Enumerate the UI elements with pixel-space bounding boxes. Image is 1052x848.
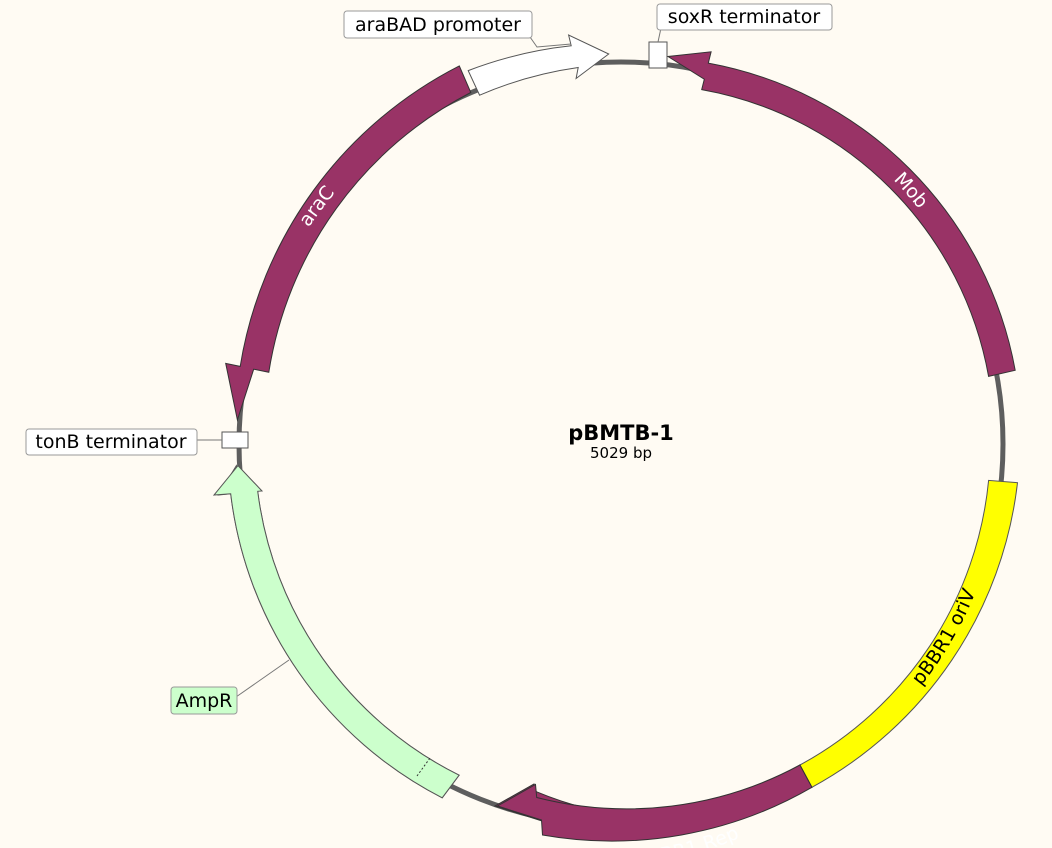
callout-arabad-promoter[interactable]: araBAD promoter [343,10,572,48]
feature-mob[interactable]: Mob [666,51,1016,378]
plasmid-length: 5029 bp [590,444,652,462]
callout-ampr[interactable]: AmpR [170,659,290,715]
feature-arac[interactable]: araC [225,65,472,422]
callout-soxr-terminator[interactable]: soxR terminator [656,3,833,43]
plasmid-name: pBMTB-1 [568,421,674,445]
arac-arrow [225,65,472,422]
mob-arrow [666,51,1016,378]
arabad-promoter-leader [529,36,572,48]
arabad-promoter-label-box [343,10,533,39]
tonb-terminator-label: tonB terminator [35,431,186,453]
arabad-promoter-arrow [467,34,610,96]
ampr-label: AmpR [176,690,233,712]
tonb-terminator-label-box [25,428,198,456]
feature-pbbr1-oriv[interactable]: pBBR1 oriV [799,479,1019,788]
tonb-terminator-box [221,431,249,449]
pbbr1-rep-arrow-body [496,764,813,842]
feature-tonb-terminator[interactable] [221,431,249,449]
arabad-promoter-label: araBAD promoter [355,14,521,36]
callout-tonb-terminator[interactable]: tonB terminator [25,428,222,456]
feature-arabad-promoter[interactable] [467,34,610,96]
soxr-terminator-label: soxR terminator [668,6,821,28]
ampr-label-box [170,686,238,715]
soxr-terminator-box [648,41,668,69]
soxr-terminator-label-box [656,3,833,31]
pbbr1-oriv-arc [799,479,1019,788]
feature-pbbr1-rep[interactable]: pBBR1 Rep [493,764,813,848]
svg-text:pBBR1 oriV: pBBR1 oriV [907,586,980,690]
ampr-leader [235,659,290,698]
feature-soxr-terminator[interactable] [648,41,668,69]
pbbr1-oriv-label: pBBR1 oriV [907,586,980,690]
feature-ampr[interactable] [212,464,460,799]
ampr-arrow-fill [212,464,460,799]
